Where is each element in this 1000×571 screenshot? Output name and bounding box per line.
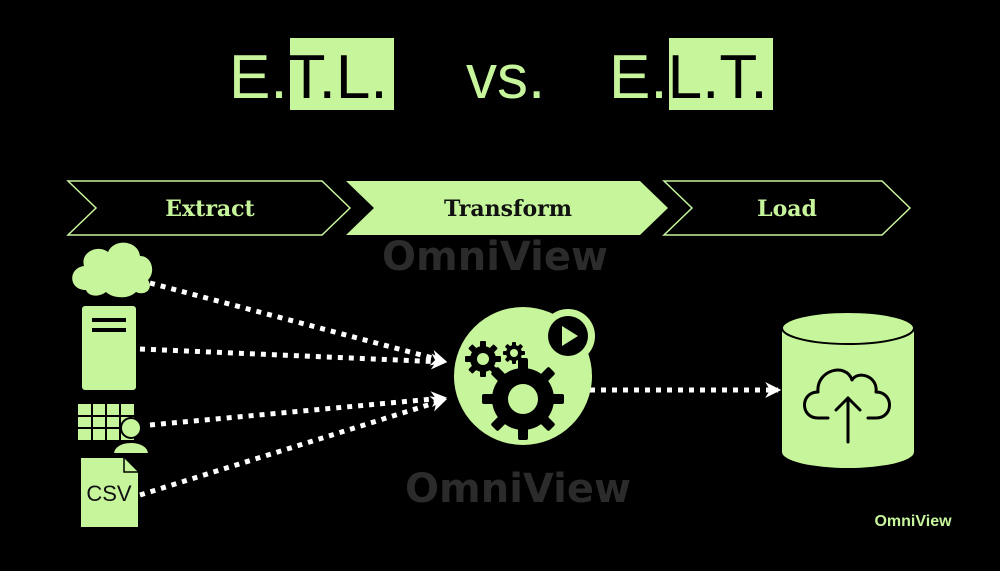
title-etl-t: T [288,43,325,112]
step-extract-label: Extract [165,196,255,222]
watermark-bottom: OmniView [405,466,631,512]
step-transform-label: Transform [444,196,572,222]
step-load-label: Load [757,196,817,222]
title-etl-text: E.T.L. [229,43,388,112]
database-icon [781,311,915,468]
step-transform: Transform [346,181,668,235]
title-etl: E.T.L. [229,38,394,112]
gears-icon [465,341,564,440]
title-etl-dot3: . [370,43,387,112]
step-load-chevron [662,180,912,236]
step-transform-chevron [346,181,668,235]
arrow-cloud-to-process [149,280,448,366]
arrow-server-to-process [139,346,448,370]
brand-label: OmniView [874,513,952,530]
title-elt-t: T [719,43,756,112]
title-etl-dot1: . [270,43,287,112]
watermark-top: OmniView [382,234,608,280]
title-elt-dot1: . [650,43,667,112]
flow-arrows [139,280,782,498]
title-elt-dot3: . [750,43,767,112]
spreadsheet-user-icon [78,404,151,455]
title-etl-l: L [336,43,370,112]
arrow-csv-to-process [139,396,448,498]
step-extract: Extract [66,180,352,236]
step-extract-chevron [66,180,352,236]
play-icon [541,309,595,363]
title-etl-highlight [290,38,394,110]
cloud-icon [72,242,153,298]
title-elt: E.L.T. [609,38,773,112]
title-etl-e: E [229,43,270,112]
csv-file-icon: CSV [81,458,138,527]
title-elt-text: E.L.T. [609,43,768,112]
title-elt-highlight [669,38,773,110]
arrow-spreadsheet-to-process [149,391,448,428]
step-load: Load [662,180,912,236]
title-etl-dot2: . [319,43,336,112]
process-node [454,307,595,445]
server-icon [82,306,136,390]
title-elt-l: L [668,43,702,112]
csv-label: CSV [86,481,132,506]
title-elt-dot2: . [702,43,719,112]
cloud-upload-icon [803,368,891,444]
title-elt-e: E [609,43,650,112]
title-vs: vs. [466,43,545,112]
